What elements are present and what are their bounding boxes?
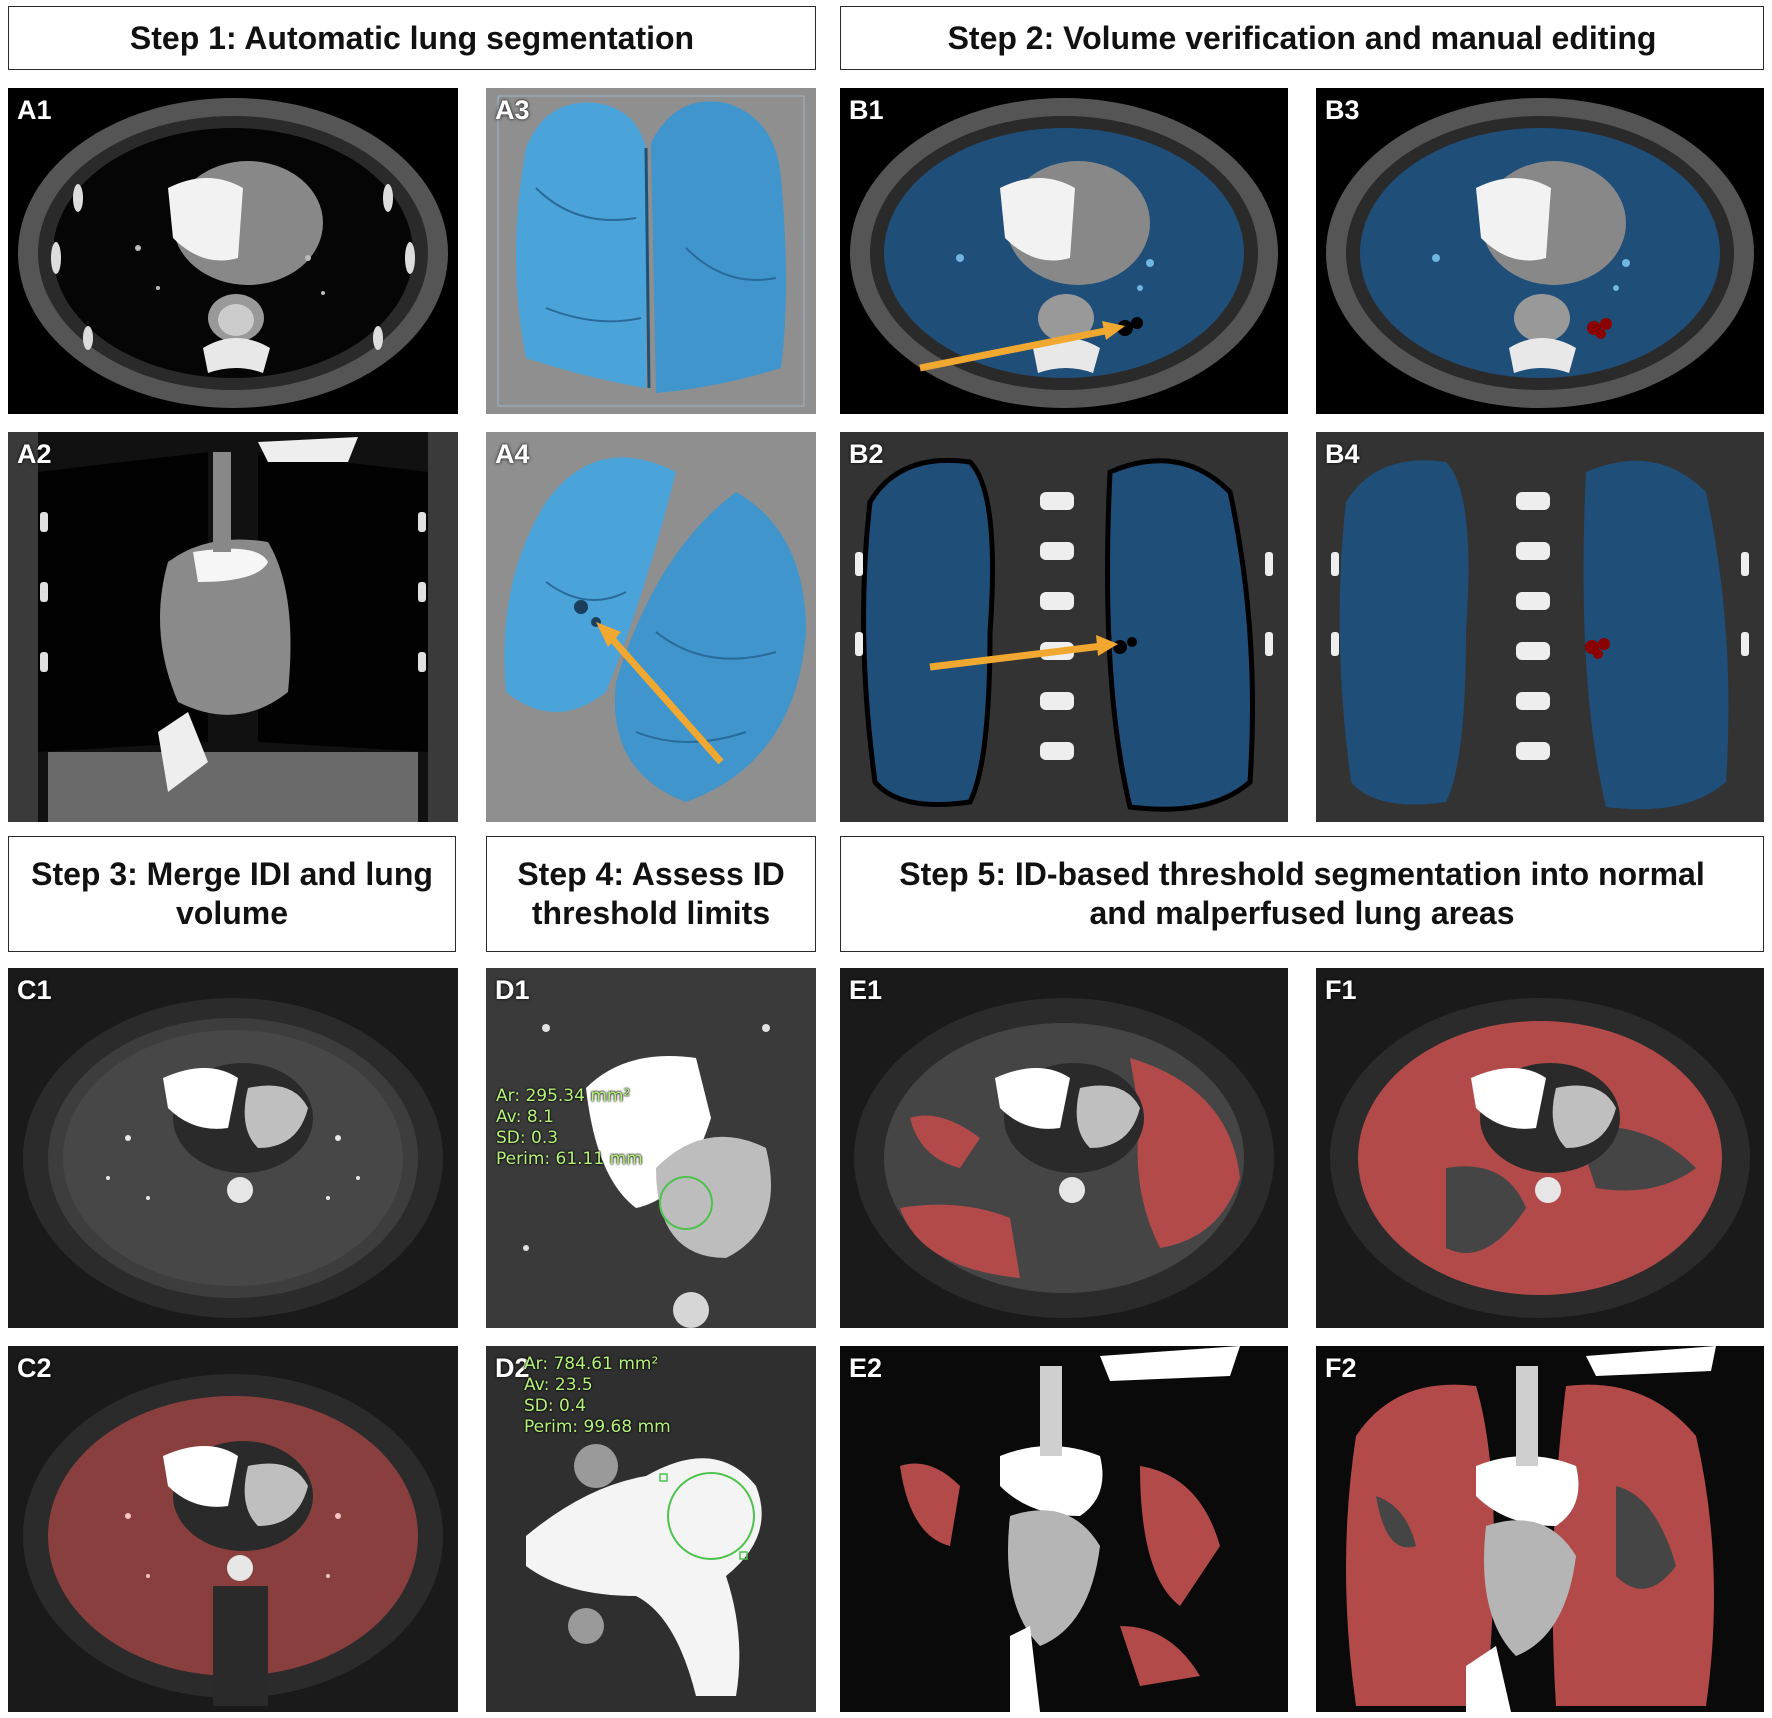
c2-merged-map xyxy=(8,1346,458,1712)
panel-label-e2: E2 xyxy=(849,1353,883,1383)
b3-ct-image xyxy=(1316,88,1764,414)
b4-ct-image xyxy=(1316,432,1764,822)
panel-label-a4: A4 xyxy=(495,439,530,469)
d1-roi-measurements: Ar: 295.34 mm² Av: 8.1 SD: 0.3 Perim: 61… xyxy=(496,1086,643,1170)
panel-label-b2: B2 xyxy=(849,439,884,469)
panel-label-a1: A1 xyxy=(17,95,52,125)
step1-header: Step 1: Automatic lung segmentation xyxy=(8,6,816,70)
c1-iodine-map xyxy=(8,968,458,1328)
panel-e1-threshold-axial: E1 xyxy=(840,968,1288,1328)
panel-label-c2: C2 xyxy=(17,1353,52,1383)
panel-b3-axial-edited: B3 xyxy=(1316,88,1764,414)
panel-a1-axial-ct: A1 xyxy=(8,88,458,414)
panel-label-d2: D2 xyxy=(495,1353,530,1383)
panel-label-b3: B3 xyxy=(1325,95,1360,125)
panel-label-d1: D1 xyxy=(495,975,530,1005)
panel-label-f2: F2 xyxy=(1325,1353,1357,1383)
panel-label-e1: E1 xyxy=(849,975,883,1005)
step3-header: Step 3: Merge IDI and lung volume xyxy=(8,836,456,952)
e1-threshold-map xyxy=(840,968,1288,1328)
panel-d1-roi: D1 Ar: 295.34 mm² Av: 8.1 SD: 0.3 Perim:… xyxy=(486,968,816,1328)
a3-lung-render xyxy=(486,88,816,414)
panel-b2-coronal-segmented: B2 xyxy=(840,432,1288,822)
panel-c1-idi: C1 xyxy=(8,968,458,1328)
a2-ct-image xyxy=(8,432,458,822)
d2-sd: SD: 0.4 xyxy=(524,1396,587,1416)
d1-average: Av: 8.1 xyxy=(496,1107,554,1127)
panel-d2-roi: D2 Ar: 784.61 mm² Av: 23.5 SD: 0.4 Perim… xyxy=(486,1346,816,1712)
d2-perimeter: Perim: 99.68 mm xyxy=(524,1417,671,1437)
panel-label-b4: B4 xyxy=(1325,439,1360,469)
a4-lung-render xyxy=(486,432,816,822)
b1-ct-image xyxy=(840,88,1288,414)
panel-label-b1: B1 xyxy=(849,95,884,125)
panel-a4-3d-render: A4 xyxy=(486,432,816,822)
d1-perimeter: Perim: 61.11 mm xyxy=(496,1149,643,1169)
step2-header: Step 2: Volume verification and manual e… xyxy=(840,6,1764,70)
panel-label-c1: C1 xyxy=(17,975,52,1005)
d1-roi-image xyxy=(486,968,816,1328)
panel-f2-threshold-coronal: F2 xyxy=(1316,1346,1764,1712)
panel-label-a3: A3 xyxy=(495,95,530,125)
panel-a2-coronal-ct: A2 xyxy=(8,432,458,822)
panel-label-a2: A2 xyxy=(17,439,52,469)
panel-f1-threshold-axial: F1 xyxy=(1316,968,1764,1328)
d2-average: Av: 23.5 xyxy=(524,1375,593,1395)
step5-header: Step 5: ID-based threshold segmentation … xyxy=(840,836,1764,952)
step4-header: Step 4: Assess ID threshold limits xyxy=(486,836,816,952)
panel-b4-coronal-edited: B4 xyxy=(1316,432,1764,822)
panel-a3-3d-render: A3 xyxy=(486,88,816,414)
b2-ct-image xyxy=(840,432,1288,822)
e2-threshold-map xyxy=(840,1346,1288,1712)
d2-area: Ar: 784.61 mm² xyxy=(524,1354,659,1374)
d1-sd: SD: 0.3 xyxy=(496,1128,559,1148)
panel-label-f1: F1 xyxy=(1325,975,1357,1005)
panel-e2-threshold-coronal: E2 xyxy=(840,1346,1288,1712)
a1-ct-image xyxy=(8,88,458,414)
f2-threshold-map xyxy=(1316,1346,1764,1712)
panel-c2-merged: C2 xyxy=(8,1346,458,1712)
f1-threshold-map xyxy=(1316,968,1764,1328)
panel-b1-axial-segmented: B1 xyxy=(840,88,1288,414)
d2-roi-measurements: Ar: 784.61 mm² Av: 23.5 SD: 0.4 Perim: 9… xyxy=(496,1354,671,1438)
d2-roi-image xyxy=(486,1346,816,1712)
d1-area: Ar: 295.34 mm² xyxy=(496,1086,631,1106)
